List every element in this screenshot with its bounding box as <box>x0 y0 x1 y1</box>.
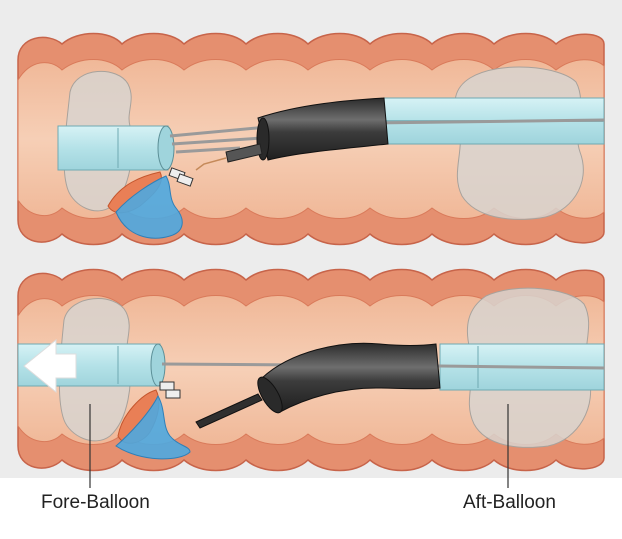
overtube-tip-top <box>158 126 174 170</box>
clip-bottom-2 <box>166 390 180 398</box>
overtube-left-top <box>58 126 168 170</box>
fore-balloon-label: Fore-Balloon <box>41 492 150 514</box>
panel-bottom <box>18 270 604 471</box>
panel-top <box>18 34 604 245</box>
clip-bottom-1 <box>160 382 174 390</box>
aft-balloon-label: Aft-Balloon <box>463 492 556 514</box>
